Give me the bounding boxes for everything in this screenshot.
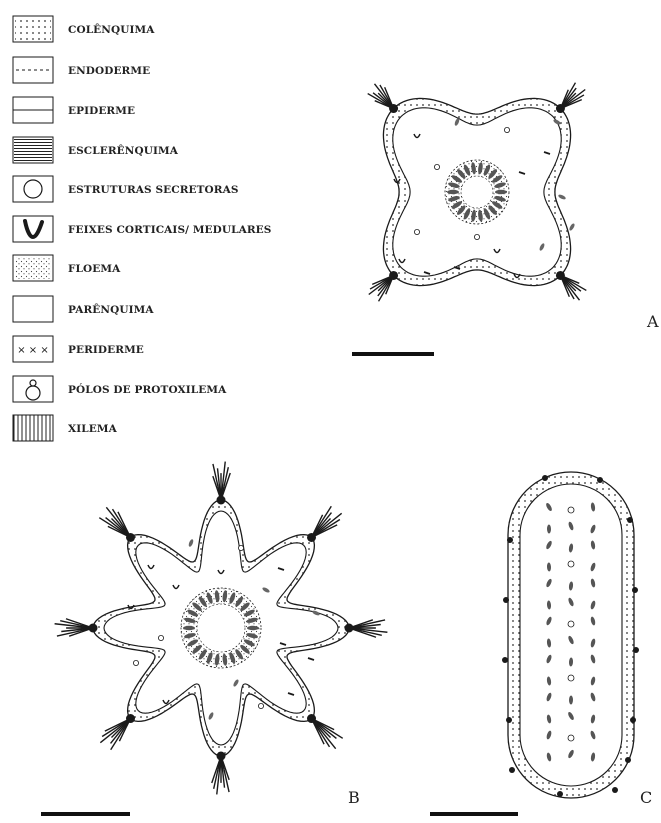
- parenchyma-swatch-icon: [13, 296, 53, 322]
- xylem-swatch-icon: [13, 415, 53, 441]
- legend-label: FLOEMA: [68, 263, 121, 275]
- panel-label-c: C: [640, 788, 652, 807]
- legend-label: EPIDERME: [68, 105, 135, 117]
- panel-label-a: A: [646, 312, 659, 331]
- endodermis-swatch-icon: [13, 57, 53, 83]
- phloem-swatch-icon: [13, 255, 53, 281]
- svg-text:× × ×: × × ×: [17, 345, 49, 356]
- legend-label: FEIXES CORTICAIS/ MEDULARES: [68, 224, 271, 236]
- legend-label: PARÊNQUIMA: [68, 302, 154, 316]
- legend: COLÊNQUIMA ENDODERME EPIDERME ESCLERÊNQUIMA…: [13, 16, 271, 441]
- legend-label: XILEMA: [68, 423, 118, 435]
- sclerenchyma-swatch-icon: [13, 137, 53, 163]
- collenchyma-swatch-icon: [13, 16, 53, 42]
- secretory-structure-swatch-icon: [13, 176, 53, 202]
- legend-label: PÓLOS DE PROTOXILEMA: [68, 382, 227, 396]
- periderm-swatch-icon: × × ×: [13, 336, 53, 362]
- panel-a-square-stem-section: [368, 83, 587, 302]
- legend-label: ESCLERÊNQUIMA: [68, 143, 179, 157]
- legend-label: COLÊNQUIMA: [68, 22, 155, 36]
- legend-label: ENDODERME: [68, 65, 150, 77]
- cortical-bundle-swatch-icon: [13, 216, 53, 242]
- protoxylem-pole-swatch-icon: [13, 376, 53, 402]
- panel-label-b: B: [348, 788, 360, 807]
- epidermis-swatch-icon: [13, 97, 53, 123]
- legend-label: ESTRUTURAS SECRETORAS: [68, 184, 239, 196]
- panel-c-oblong-section: [502, 472, 639, 798]
- panel-b-star-stem-section: [55, 462, 388, 795]
- legend-label: PERIDERME: [68, 344, 144, 356]
